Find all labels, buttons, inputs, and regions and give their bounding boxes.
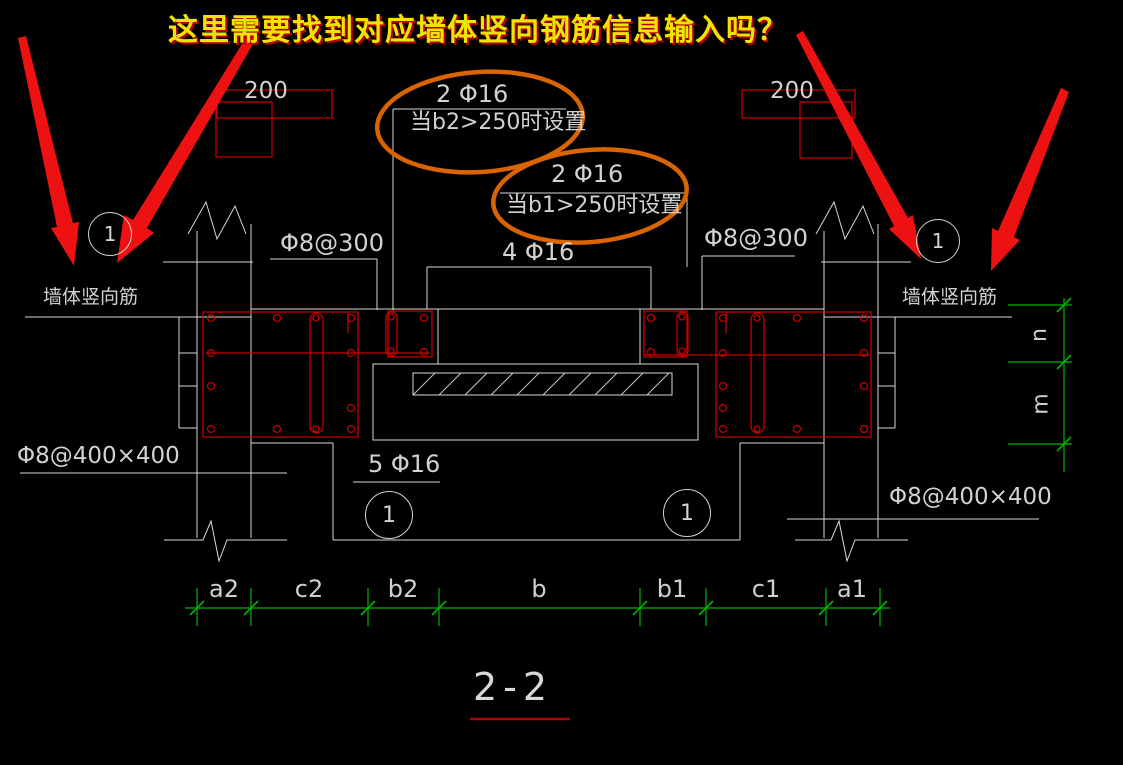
detail-bubble-top-left: 1 <box>88 212 132 256</box>
note-b1-bars: 2 Φ16 <box>551 160 624 188</box>
highlight-ellipse-b2 <box>374 69 586 175</box>
arrow-left-outer <box>18 36 79 266</box>
dim-label-c2: c2 <box>294 575 324 603</box>
dim-label-b2: b2 <box>387 575 419 603</box>
arrow-right-outer <box>991 88 1069 271</box>
stirrup-label-right: Φ8@300 <box>704 224 808 252</box>
dim-label-a2: a2 <box>209 575 239 603</box>
dim-label-a1: a1 <box>837 575 867 603</box>
wall-rebar-label-left: 墙体竖向筋 <box>43 286 139 308</box>
note-b2-condition: 当b2>250时设置 <box>410 110 587 135</box>
hairpin-bar <box>750 312 765 434</box>
note-b2-bars: 2 Φ16 <box>436 80 509 108</box>
stirrup-label-left: Φ8@300 <box>280 229 384 257</box>
annotation-arrows <box>18 31 1069 271</box>
top-bars-label: 4 Φ16 <box>502 238 575 266</box>
section-title: 2-2 <box>473 665 554 709</box>
dim-label-b1: b1 <box>656 575 688 603</box>
dim-label-c1: c1 <box>751 575 781 603</box>
dim-200-right: 200 <box>770 78 814 104</box>
dim-label-n: n <box>1026 328 1052 342</box>
bottom-bars-label: 5 Φ16 <box>368 450 441 478</box>
hairpin-bar <box>676 311 689 357</box>
question-note: 这里需要找到对应墙体竖向钢筋信息输入吗？ <box>168 13 788 48</box>
detail-bubble-top-right: 1 <box>916 219 960 263</box>
hairpin-bar <box>385 311 398 357</box>
arrow-left-inner <box>117 31 257 263</box>
highlight-ellipse-b1 <box>491 147 689 245</box>
dim-label-m: m <box>1028 393 1054 415</box>
rebar-dots <box>206 313 869 434</box>
concrete-outline <box>20 108 1039 563</box>
wall-rebar-label-right: 墙体竖向筋 <box>902 286 998 308</box>
highlight-ellipses <box>374 69 689 245</box>
mesh-label-left: Φ8@400×400 <box>17 443 180 469</box>
hairpin-bar <box>309 312 324 434</box>
note-b1-condition: 当b1>250时设置 <box>506 193 683 218</box>
mesh-label-right: Φ8@400×400 <box>889 484 1052 510</box>
dim-label-b: b <box>531 575 547 603</box>
hatch-pattern <box>412 372 670 396</box>
detail-bubble-bottom-left: 1 <box>365 491 413 539</box>
arrow-right-inner <box>796 31 921 259</box>
dimension-lines <box>185 297 1072 626</box>
dim-200-left: 200 <box>244 78 288 104</box>
detail-bubble-bottom-right: 1 <box>663 489 711 537</box>
